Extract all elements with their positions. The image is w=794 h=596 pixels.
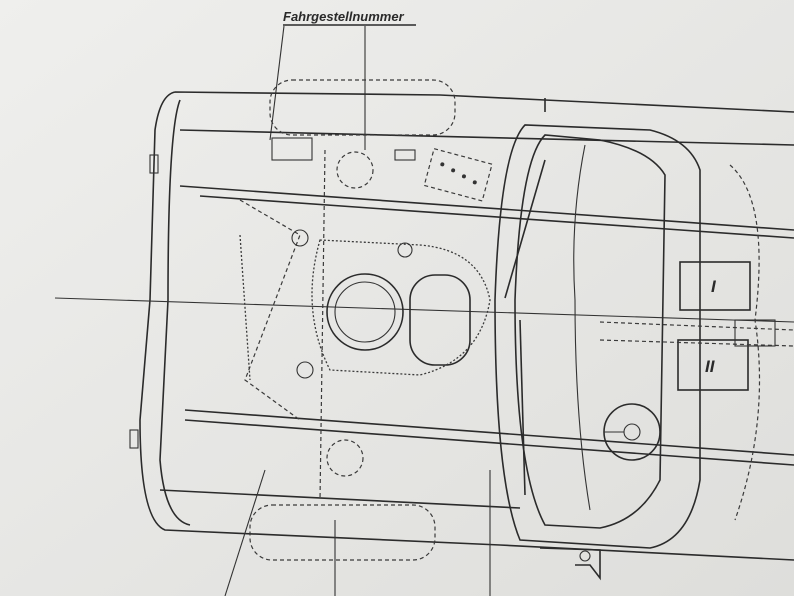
bracket-upper-left: [271, 137, 313, 161]
engine-round-housing: [326, 273, 404, 351]
bottom-bracket: [539, 547, 601, 581]
engine-block: [409, 274, 471, 366]
wiper-lower: [519, 319, 526, 496]
driveshaft-upper: [599, 321, 794, 331]
front-hub-upper: [336, 151, 374, 189]
rear-contour: [729, 164, 761, 521]
cabin-outline: [494, 124, 701, 549]
front-wheel-lower: [249, 504, 436, 561]
mount-point-a: [397, 242, 413, 258]
mount-point-c: [296, 361, 314, 379]
bottom-bracket-hole: [579, 550, 591, 562]
windshield-frame: [514, 134, 666, 529]
wiper-upper: [504, 159, 546, 299]
driveshaft-lower: [599, 339, 794, 347]
zone-label-i: I: [711, 277, 717, 296]
battery-box: [423, 147, 493, 202]
linkage-left: [239, 199, 301, 421]
axle-dashed: [319, 149, 326, 501]
mount-point-b: [291, 229, 309, 247]
centerline: [54, 297, 794, 323]
engine-round-inner: [334, 281, 396, 343]
zone-box-i: [679, 261, 751, 311]
frame-rail-upper-b: [199, 195, 794, 239]
engine-outline: [311, 239, 491, 376]
dashboard-curve: [573, 144, 591, 511]
front-mark-lower: [129, 429, 139, 449]
frame-rail-lower-b: [184, 419, 794, 466]
zone-box-ii: [677, 339, 749, 391]
callout-label-fahrgestellnummer: Fahrgestellnummer: [283, 9, 405, 24]
leader-bottom-left: [224, 469, 266, 596]
body-line-lower: [159, 489, 521, 509]
frame-rail-lower-a: [184, 409, 794, 456]
front-hub-lower: [326, 439, 364, 477]
front-wheel-upper: [269, 79, 456, 136]
bracket-upper-right: [394, 149, 416, 161]
frame-rail-upper-a: [179, 185, 794, 231]
body-outline: [139, 91, 794, 561]
zone-label-ii: II: [705, 357, 716, 376]
front-mark-upper: [149, 154, 159, 174]
body-outline-inner: [159, 99, 191, 526]
linkage-dots: [239, 234, 251, 381]
callout-leader-left: [269, 25, 285, 141]
